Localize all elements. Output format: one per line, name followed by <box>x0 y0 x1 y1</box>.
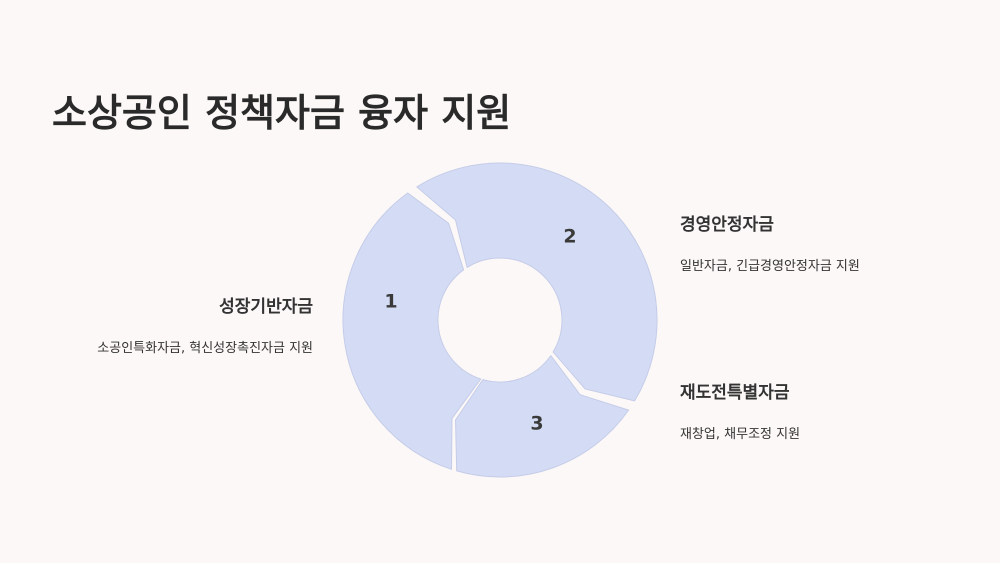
segment-number-1: 1 <box>384 291 397 313</box>
segment-number-2: 2 <box>563 226 576 248</box>
segment-heading-2: 경영안정자금 <box>680 215 774 235</box>
cycle-segment-2 <box>416 162 658 402</box>
segment-label-3: 재도전특별자금 재창업, 채무조정 지원 <box>680 378 800 442</box>
segment-heading-3: 재도전특별자금 <box>680 383 790 403</box>
segment-description-1: 소공인특화자금, 혁신성장촉진자금 지원 <box>97 341 313 356</box>
cycle-segment-3 <box>455 355 630 478</box>
segment-description-2: 일반자금, 긴급경영안정자금 지원 <box>680 259 860 274</box>
cycle-segment-1 <box>342 192 482 470</box>
segment-label-2: 경영안정자금 일반자금, 긴급경영안정자금 지원 <box>680 210 860 274</box>
segment-heading-1: 성장기반자금 <box>219 297 313 317</box>
page-title: 소상공인 정책자금 융자 지원 <box>52 91 512 135</box>
segment-number-3: 3 <box>530 413 543 435</box>
segment-label-1: 성장기반자금 소공인특화자금, 혁신성장촉진자금 지원 <box>97 292 313 356</box>
segment-description-3: 재창업, 채무조정 지원 <box>680 427 801 442</box>
